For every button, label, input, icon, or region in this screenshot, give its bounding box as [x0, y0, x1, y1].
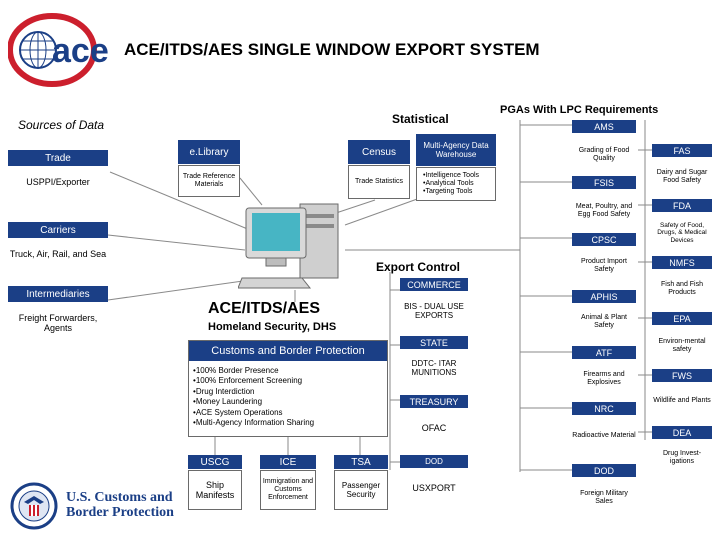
pga-nmfs-detail: Fish and Fish Products [652, 270, 712, 308]
pga-epa-detail: Environ-mental safety [652, 326, 712, 366]
cbp-agency-line2: Border Protection [66, 505, 174, 521]
carriers-detail: Truck, Air, Rail, and Sea [8, 239, 108, 269]
treasury-header: TREASURY [400, 395, 468, 408]
elibrary-detail: Trade Reference Materials [178, 165, 240, 197]
warehouse-bullet: Targeting Tools [423, 188, 479, 196]
dhs-label: Homeland Security, DHS [208, 321, 337, 333]
warehouse-detail: Intelligence Tools Analytical Tools Targ… [416, 167, 496, 201]
system-name: ACE/ITDS/AES [208, 300, 321, 317]
uscg-header: USCG [188, 455, 242, 469]
cbp-bullet: Multi-Agency Information Sharing [193, 418, 383, 428]
pga-cpsc-detail: Product Import Safety [572, 247, 636, 285]
pga-aphis-header: APHIS [572, 290, 636, 303]
tsa-detail: Passenger Security [334, 470, 388, 510]
warehouse-header: Multi-Agency Data Warehouse [416, 134, 496, 166]
state-header: STATE [400, 336, 468, 349]
dod-export-detail: USXPORT [400, 470, 468, 506]
cbp-header: Customs and Border Protection [189, 341, 387, 361]
elibrary-header: e.Library [178, 140, 240, 164]
pga-ams-header: AMS [572, 120, 636, 133]
tsa-header: TSA [334, 455, 388, 469]
cbp-box: Customs and Border Protection 100% Borde… [188, 340, 388, 437]
pga-cpsc-header: CPSC [572, 233, 636, 246]
pga-dea-detail: Drug Invest-igations [652, 440, 712, 476]
carriers-header: Carriers [8, 222, 108, 238]
ice-header: ICE [260, 455, 316, 469]
warehouse-bullet: Intelligence Tools [423, 172, 479, 180]
cbp-agency-line1: U.S. Customs and [66, 490, 173, 505]
computer-icon [237, 196, 350, 292]
pga-epa-header: EPA [652, 312, 712, 325]
pga-aphis-detail: Animal & Plant Safety [572, 304, 636, 340]
pga-dod-header: DOD [572, 464, 636, 477]
export-control-heading: Export Control [376, 260, 460, 274]
pga-fsis-header: FSIS [572, 176, 636, 189]
pga-atf-detail: Firearms and Explosives [572, 360, 636, 398]
uscg-detail: Ship Manifests [188, 470, 242, 510]
warehouse-bullets: Intelligence Tools Analytical Tools Targ… [423, 172, 479, 196]
state-detail: DDTC- ITAR MUNITIONS [400, 350, 468, 386]
pga-nmfs-header: NMFS [652, 256, 712, 269]
statistical-heading: Statistical [392, 112, 449, 126]
pga-atf-header: ATF [572, 346, 636, 359]
pga-fda-header: FDA [652, 199, 712, 212]
cbp-bullet: 100% Border Presence [193, 366, 383, 376]
ace-logo-text: ace [52, 32, 109, 70]
page-title: ACE/ITDS/AES SINGLE WINDOW EXPORT SYSTEM [124, 40, 540, 59]
ice-detail: Immigration and Customs Enforcement [260, 470, 316, 510]
census-detail: Trade Statistics [348, 165, 410, 199]
treasury-detail: OFAC [400, 410, 468, 446]
pga-fas-detail: Dairy and Sugar Food Safety [652, 158, 712, 196]
pga-fda-detail: Safety of Food, Drugs, & Medical Devices [652, 213, 712, 253]
pga-fws-detail: Wildlife and Plants [652, 383, 712, 419]
pga-dod-detail: Foreign Military Sales [572, 478, 636, 518]
commerce-header: COMMERCE [400, 278, 468, 291]
warehouse-bullet: Analytical Tools [423, 180, 479, 188]
intermediaries-detail: Freight Forwarders, Agents [8, 303, 108, 343]
pga-dea-header: DEA [652, 426, 712, 439]
intermediaries-header: Intermediaries [8, 286, 108, 302]
trade-detail: USPPI/Exporter [8, 167, 108, 197]
commerce-detail: BIS - DUAL USE EXPORTS [400, 291, 468, 331]
census-header: Census [348, 140, 410, 164]
dod-export-header: DOD [400, 455, 468, 468]
ace-logo: ace [7, 12, 120, 88]
ace-globe-icon [7, 13, 97, 87]
pga-fas-header: FAS [652, 144, 712, 157]
cbp-agency-name: U.S. Customs and Border Protection [66, 490, 174, 521]
trade-header: Trade [8, 150, 108, 166]
cbp-bullet: Money Laundering [193, 397, 383, 407]
dhs-seal-icon [10, 482, 58, 530]
pga-fws-header: FWS [652, 369, 712, 382]
sources-heading: Sources of Data [18, 118, 105, 132]
cbp-bullet: 100% Enforcement Screening [193, 376, 383, 386]
pga-nrc-header: NRC [572, 402, 636, 415]
pga-fsis-detail: Meat, Poultry, and Egg Food Safety [572, 190, 636, 232]
pga-nrc-detail: Radioactive Material [572, 416, 636, 456]
cbp-bullet: Drug Interdiction [193, 387, 383, 397]
pga-heading: PGAs With LPC Requirements [500, 104, 659, 116]
pga-ams-detail: Grading of Food Quality [572, 135, 636, 175]
cbp-bullets: 100% Border Presence 100% Enforcement Sc… [189, 361, 387, 433]
cbp-bullet: ACE System Operations [193, 408, 383, 418]
